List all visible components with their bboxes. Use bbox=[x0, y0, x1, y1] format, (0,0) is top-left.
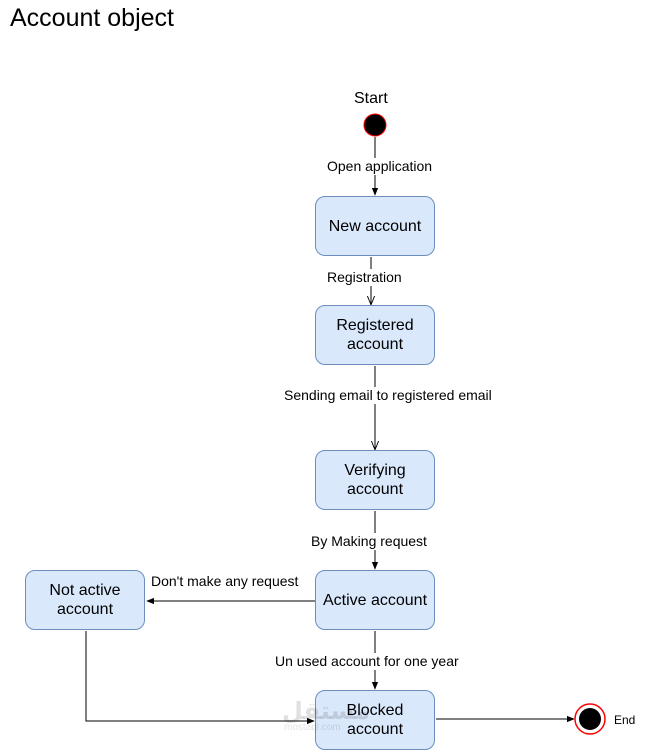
state-not-active-account-label: Not active account bbox=[49, 582, 121, 618]
state-verifying-account[interactable]: Verifying account bbox=[315, 450, 435, 510]
transition-open-application: Open application bbox=[327, 158, 433, 175]
state-active-account-label: Active account bbox=[322, 591, 428, 609]
transition-sending-email: Sending email to registered email bbox=[284, 387, 492, 404]
start-node bbox=[363, 113, 387, 137]
state-active-account[interactable]: Active account bbox=[315, 570, 435, 630]
transition-unused-account: Un used account for one year bbox=[275, 653, 459, 670]
state-verifying-account-label: Verifying account bbox=[344, 462, 406, 498]
transition-by-making-request: By Making request bbox=[311, 533, 427, 550]
state-blocked-account-label: Blocked account bbox=[346, 702, 404, 738]
watermark-logo: مستقل bbox=[282, 698, 370, 725]
start-label: Start bbox=[354, 90, 388, 107]
state-registered-account-label: Registered account bbox=[336, 317, 414, 353]
end-node-dot bbox=[579, 708, 601, 730]
state-registered-account[interactable]: Registered account bbox=[315, 305, 435, 365]
state-not-active-account[interactable]: Not active account bbox=[25, 570, 145, 630]
transition-dont-make-request: Don't make any request bbox=[151, 573, 299, 590]
end-label: End bbox=[614, 713, 636, 727]
edge-not-active-to-blocked bbox=[85, 631, 315, 725]
state-blocked-account[interactable]: Blocked account bbox=[315, 690, 435, 750]
state-new-account[interactable]: New account bbox=[315, 196, 435, 256]
transition-registration: Registration bbox=[327, 269, 402, 286]
watermark-sub: mostaql.com bbox=[284, 722, 341, 733]
state-new-account-label: New account bbox=[328, 217, 422, 235]
diagram-title: Account object bbox=[10, 4, 174, 32]
